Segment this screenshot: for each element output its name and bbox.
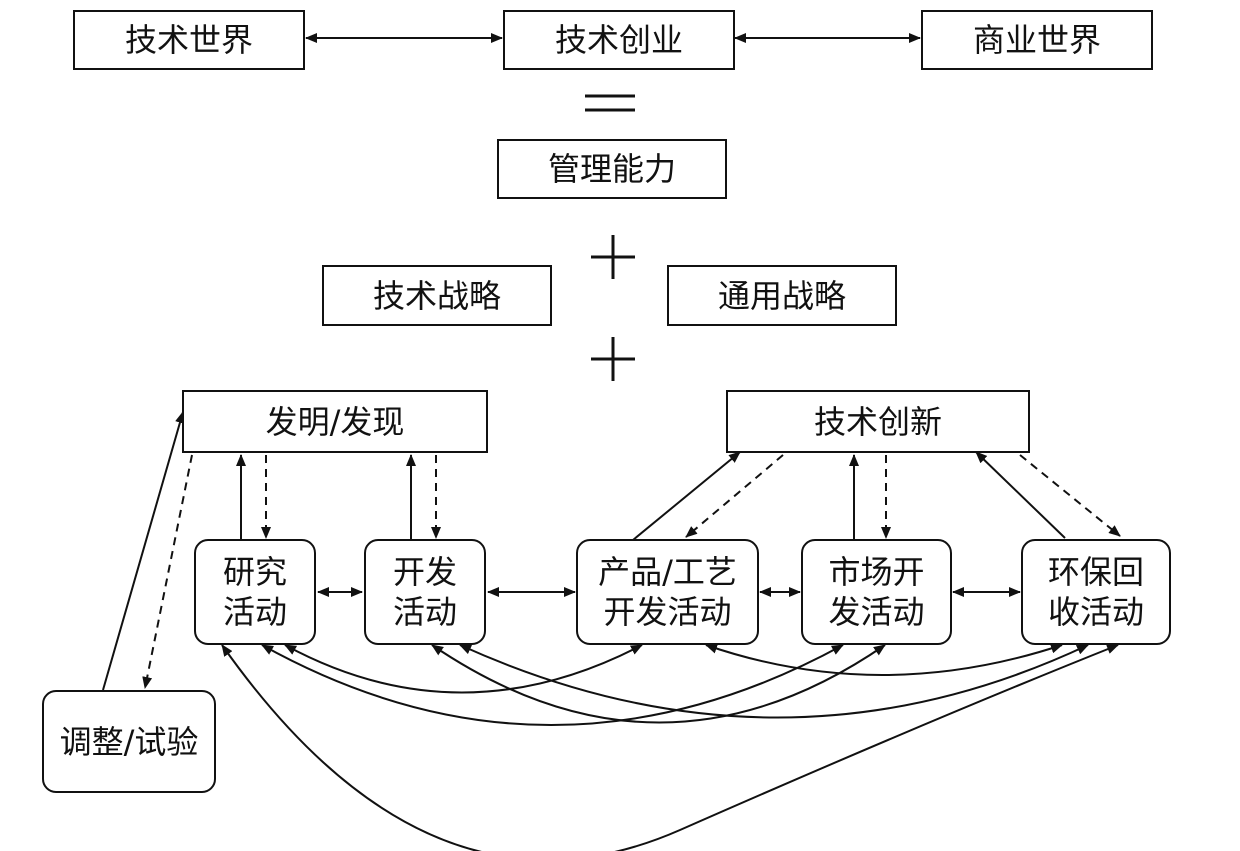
plus-sign-2 [588, 334, 638, 384]
node-research: 研究 活动 [194, 539, 316, 645]
arrow-innovation-to-product [685, 454, 784, 538]
node-recycling: 环保回 收活动 [1021, 539, 1171, 645]
plus-sign-1 [588, 232, 638, 282]
node-tech-world: 技术世界 [73, 10, 305, 70]
curve-research-product [284, 644, 643, 694]
plus-symbol-2 [591, 337, 635, 381]
node-tech-venture: 技术创业 [503, 10, 735, 70]
arrow-invention-to-adjust [142, 454, 193, 689]
curve-development-recycling [459, 644, 1089, 719]
arrow-recycling-to-innovation [975, 451, 1066, 539]
node-development: 开发 活动 [364, 539, 486, 645]
curve-product-recycling [705, 643, 1063, 676]
node-tech-strategy: 技术战略 [322, 265, 552, 326]
equals-symbol [585, 94, 635, 112]
node-market-dev: 市场开 发活动 [801, 539, 952, 645]
node-business-world: 商业世界 [921, 10, 1153, 70]
arrow-adjust-to-invention [102, 411, 185, 691]
arrow-product-to-innovation [632, 451, 741, 541]
curve-research-market [261, 644, 844, 726]
node-management: 管理能力 [497, 139, 727, 199]
node-adjust-test: 调整/试验 [42, 690, 216, 793]
node-product-process: 产品/工艺 开发活动 [576, 539, 759, 645]
curve-development-market [431, 644, 886, 724]
arrow-innovation-to-recycling [1019, 454, 1121, 537]
curve-research-recycling [221, 644, 1119, 851]
plus-symbol-1 [591, 235, 635, 279]
node-invention: 发明/发现 [182, 390, 488, 453]
equals-sign [580, 88, 640, 118]
node-general-strategy: 通用战略 [667, 265, 897, 326]
node-tech-innovation: 技术创新 [726, 390, 1030, 453]
